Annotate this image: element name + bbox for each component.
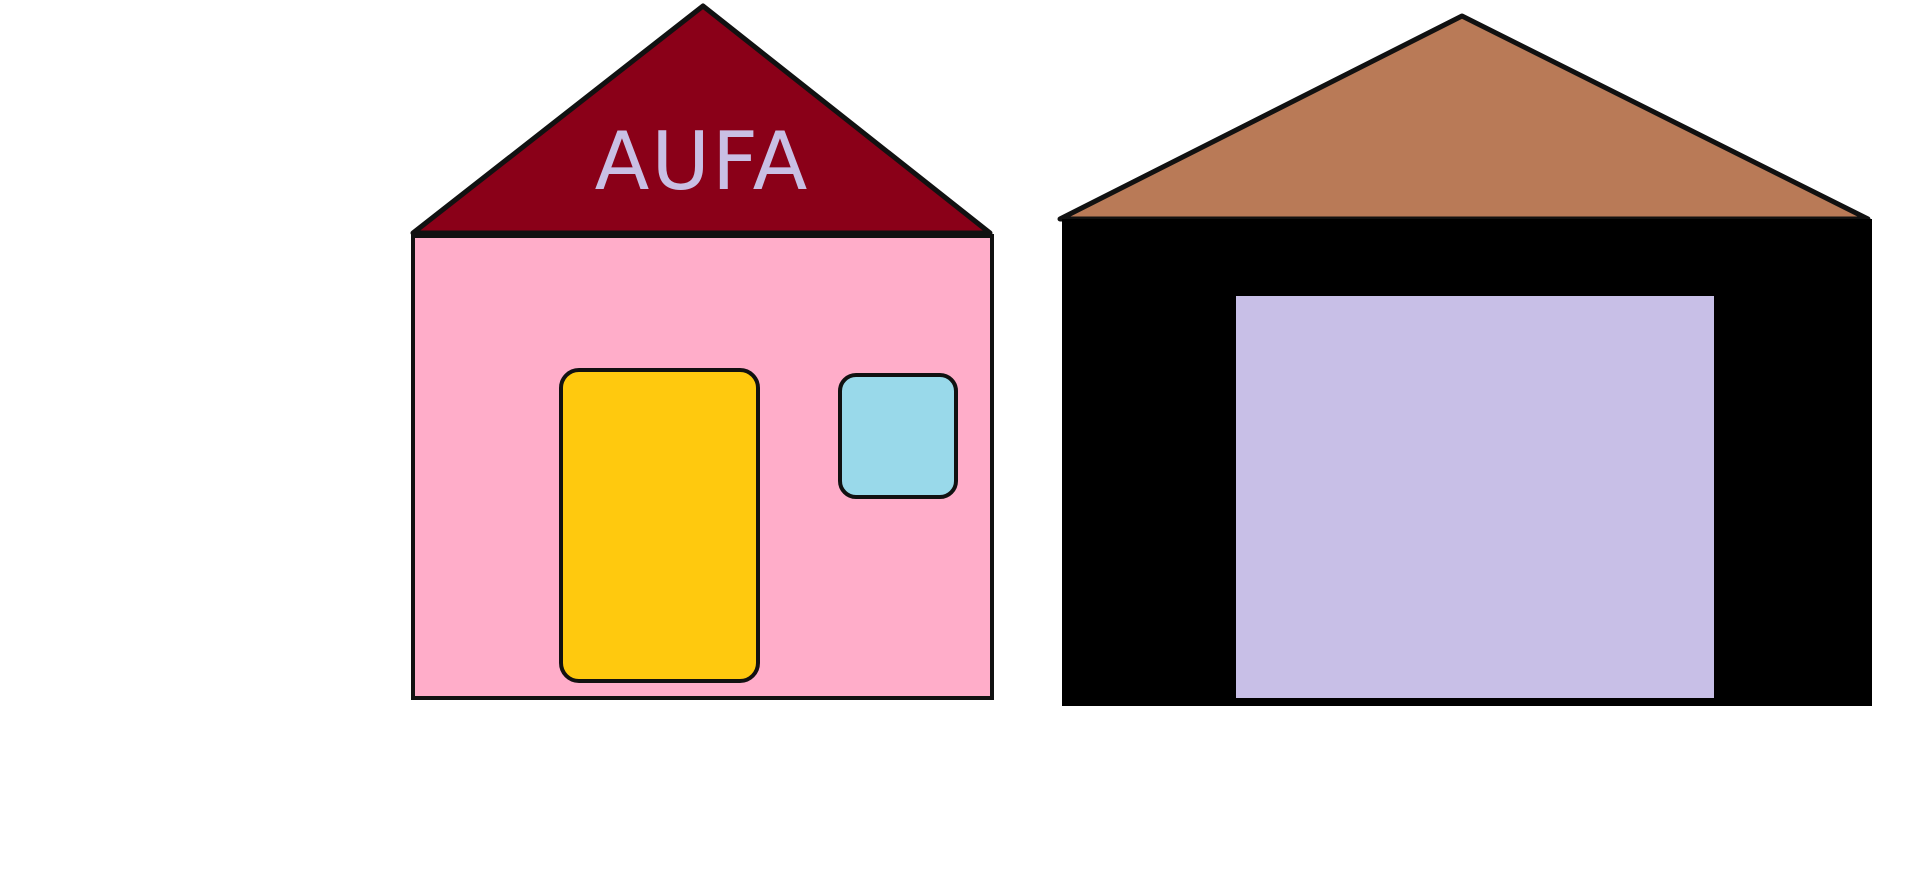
- house: AUFA: [410, 3, 994, 700]
- house-roof: [410, 3, 993, 236]
- garage: [1057, 13, 1872, 706]
- house-roof-label: AUFA: [595, 115, 810, 208]
- garage-roof: [1057, 13, 1871, 222]
- garage-door: [1236, 296, 1714, 698]
- house-door: [559, 368, 760, 683]
- house-window: [838, 373, 958, 499]
